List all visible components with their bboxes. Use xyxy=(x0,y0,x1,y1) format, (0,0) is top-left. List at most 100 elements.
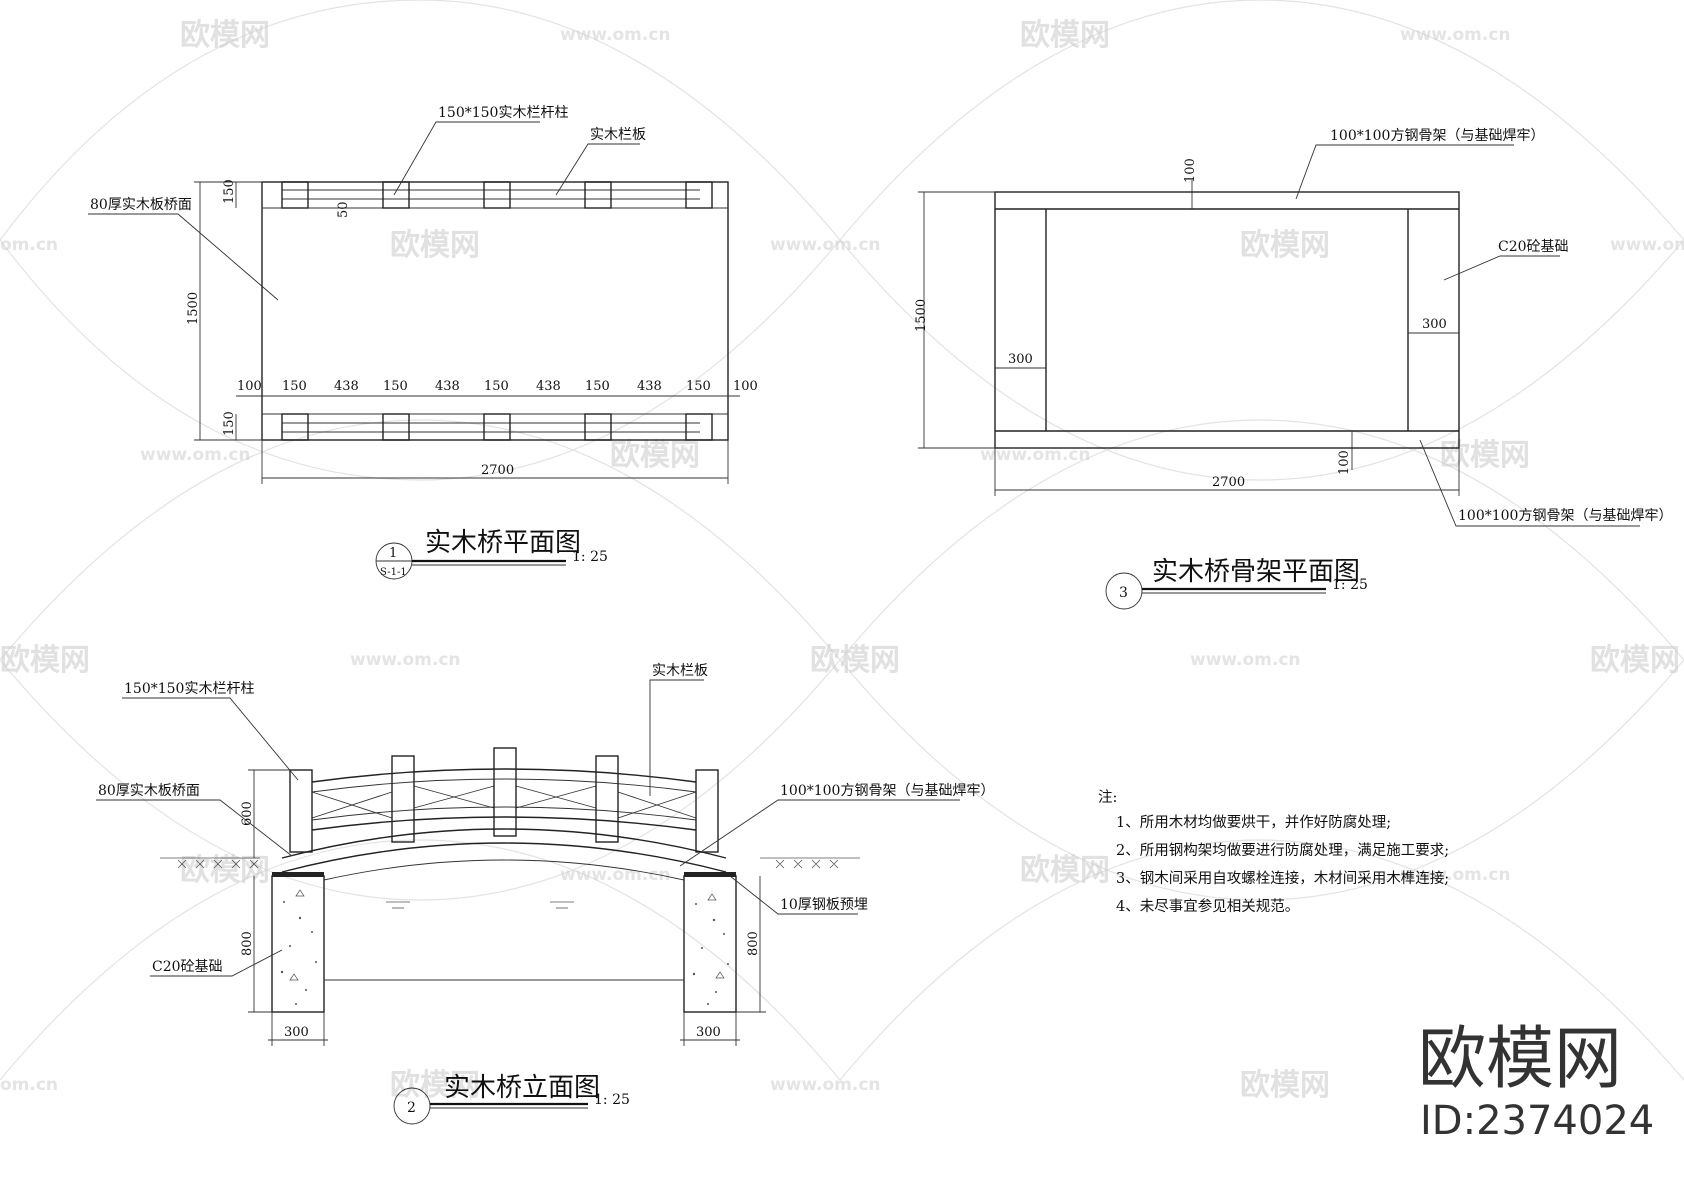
brand-mark: 欧模网 ID:2374024 xyxy=(1418,1020,1654,1144)
watermark-url: www.om.cn xyxy=(770,235,881,255)
plan-post xyxy=(382,413,410,441)
elevation-leader-deck xyxy=(96,799,293,857)
watermark-url: www.om.cn xyxy=(140,445,251,465)
elevation-foundation-left xyxy=(271,875,325,1013)
elevation-rail-bottom xyxy=(311,816,697,831)
watermark-brand: 欧模网 xyxy=(390,228,480,263)
elevation-leader-steel xyxy=(679,799,960,867)
watermark-url: om.cn xyxy=(0,235,58,255)
plan-post xyxy=(584,181,612,209)
elevation-post xyxy=(595,755,619,843)
watermark-brand: 欧模网 xyxy=(1590,643,1680,678)
watermark-url: www.om.cn xyxy=(1610,235,1684,255)
elevation-label-plate: 10厚钢板预埋 xyxy=(780,897,868,913)
elevation-label-steel: 100*100方钢骨架（与基础焊牢） xyxy=(780,782,994,799)
brand-id: ID:2374024 xyxy=(1420,1098,1654,1144)
frame-dim-300-right: 300 xyxy=(1422,317,1447,332)
frame-callout-num: 3 xyxy=(1119,585,1128,601)
plan-dim-row: 150 xyxy=(686,379,711,394)
watermark-brand: 欧模网 xyxy=(1240,228,1330,263)
plan-dim-50: 50 xyxy=(336,201,351,218)
watermark-brand: 欧模网 xyxy=(0,643,90,678)
elevation-leader-post xyxy=(122,697,299,781)
frame-label-steel-top: 100*100方钢骨架（与基础焊牢） xyxy=(1330,127,1544,144)
watermark-brand: 欧模网 xyxy=(390,1068,480,1103)
elevation-post xyxy=(695,769,719,853)
elevation-steel-plate xyxy=(684,872,736,877)
plan-dim-row: 150 xyxy=(484,379,509,394)
notes-heading: 注: xyxy=(1098,789,1117,806)
watermark-url: www.om.cn xyxy=(1190,650,1301,670)
plan-dim-row: 100 xyxy=(733,379,758,394)
watermark-brand: 欧模网 xyxy=(1240,1068,1330,1103)
frame-dim-100-bot: 100 xyxy=(1337,450,1352,475)
notes-item: 3、钢木间采用自攻螺栓连接，木材间采用木榫连接; xyxy=(1116,870,1449,887)
plan-dim-row: 438 xyxy=(637,379,662,394)
elevation-leader-plate xyxy=(729,875,858,915)
watermark-url: www.om.cn xyxy=(560,865,671,885)
plan-post xyxy=(584,413,612,441)
plan-dim-row: 438 xyxy=(536,379,561,394)
elevation-leader-railing xyxy=(649,679,704,796)
plan-label-post: 150*150实木栏杆柱 xyxy=(438,105,568,121)
elevation-label-deck: 80厚实木板桥面 xyxy=(98,783,200,799)
elevation-callout-num: 2 xyxy=(407,1100,416,1116)
plan-dim-row: 150 xyxy=(585,379,610,394)
plan-post xyxy=(382,181,410,209)
frame-dim-100-top: 100 xyxy=(1183,158,1198,183)
plan-dim-row: 150 xyxy=(383,379,408,394)
plan-dim-150-bot: 150 xyxy=(222,411,237,436)
watermark-arcs xyxy=(0,0,1684,1081)
elevation-dim-600: 600 xyxy=(240,801,255,826)
notes-block: 注: 1、所用木材均做要烘干，并作好防腐处理; 2、所用钢构架均做要进行防腐处理… xyxy=(1098,789,1449,915)
elevation-label-post: 150*150实木栏杆柱 xyxy=(124,681,254,697)
plan-post xyxy=(281,413,309,441)
plan-post xyxy=(685,181,713,209)
elevation-water-marks xyxy=(386,901,574,909)
watermark-url: www.om.cn xyxy=(560,25,671,45)
frame-callout-circle xyxy=(1105,572,1143,610)
watermark-url: www.om.cn xyxy=(1400,25,1511,45)
frame-leader-steel-top xyxy=(1295,144,1514,200)
elevation-deck-top xyxy=(281,828,727,859)
elevation-post xyxy=(289,769,313,853)
plan-post xyxy=(483,413,511,441)
plan-dim-row: 150 xyxy=(282,379,307,394)
plan-deck-outline xyxy=(261,181,729,441)
plan-dim-150-top: 150 xyxy=(222,179,237,204)
plan-dim-1500: 1500 xyxy=(186,292,201,325)
notes-item: 4、未尽事宜参见相关规范。 xyxy=(1116,898,1299,915)
frame-label-foundation: C20砼基础 xyxy=(1498,238,1569,255)
elevation-post xyxy=(493,747,517,837)
elevation-steel-plate xyxy=(272,872,324,877)
frame-title: 实木桥骨架平面图 xyxy=(1152,557,1360,587)
watermark-brand: 欧模网 xyxy=(1020,18,1110,53)
watermark-brand: 欧模网 xyxy=(180,853,270,888)
elevation-callout-circle xyxy=(393,1087,431,1125)
elevation-rail-top2 xyxy=(311,778,697,793)
plan-scale: 1: 25 xyxy=(572,549,608,565)
plan-label-railing: 实木栏板 xyxy=(590,127,646,143)
watermark-url: www.om.cn xyxy=(350,650,461,670)
plan-callout-num: 1 xyxy=(389,546,397,561)
elevation-title: 实木桥立面图 xyxy=(444,1073,600,1103)
frame-dim-2700: 2700 xyxy=(1212,475,1245,490)
elevation-label-railing: 实木栏板 xyxy=(652,663,708,679)
brand-logo-text: 欧模网 xyxy=(1418,1020,1622,1099)
plan-post xyxy=(281,181,309,209)
plan-post xyxy=(685,413,713,441)
plan-callout-sheet: S-1-1 xyxy=(380,567,407,578)
elevation-rail-top xyxy=(311,768,697,783)
plan-dim-row: 438 xyxy=(334,379,359,394)
watermark-url: www.om.cn xyxy=(1400,865,1511,885)
plan-leader-deck xyxy=(88,213,279,301)
plan-dim-2700: 2700 xyxy=(481,463,514,478)
elevation-deck-bottom xyxy=(281,842,727,873)
elevation-steel-frame xyxy=(323,859,685,881)
frame-dim-1500: 1500 xyxy=(914,299,929,332)
frame-view: 100 1500 300 300 100 2700 100*100方钢骨架（与基… xyxy=(914,127,1672,610)
elevation-leader-foundation xyxy=(150,949,283,977)
elevation-dim-300-left: 300 xyxy=(284,1025,309,1040)
